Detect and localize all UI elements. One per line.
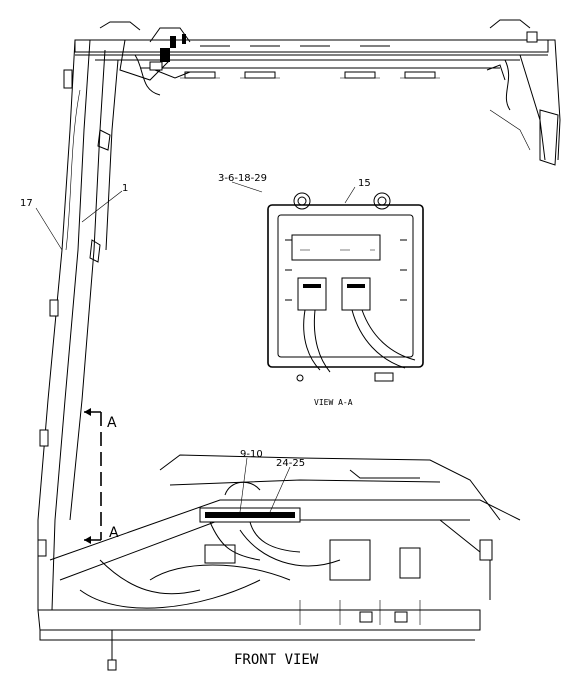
- view-a-a-module: [267, 192, 424, 382]
- section-mark-top: A: [107, 415, 117, 431]
- callout-9-10: 9-10: [240, 449, 263, 460]
- left-pillar: [37, 39, 119, 611]
- view-label: VIEW A-A: [314, 398, 353, 407]
- callout-15: 15: [358, 178, 371, 189]
- section-mark-bottom: A: [109, 525, 119, 541]
- callout-17: 17: [20, 198, 33, 209]
- callout-1: 1: [122, 183, 128, 194]
- top-left-connectors: [119, 39, 191, 96]
- top-frame-beam: [74, 19, 549, 79]
- leader-lines: [35, 181, 356, 513]
- bulkhead-connector-plate: [199, 481, 301, 561]
- section-line-a-a: [84, 408, 102, 544]
- cab-floor-base: [37, 454, 521, 671]
- callout-24-25: 24-25: [276, 458, 305, 469]
- top-right-pillar: [486, 31, 561, 166]
- callout-3-6-18-29: 3-6-18-29: [218, 173, 267, 184]
- drawing-caption: FRONT VIEW: [234, 652, 319, 668]
